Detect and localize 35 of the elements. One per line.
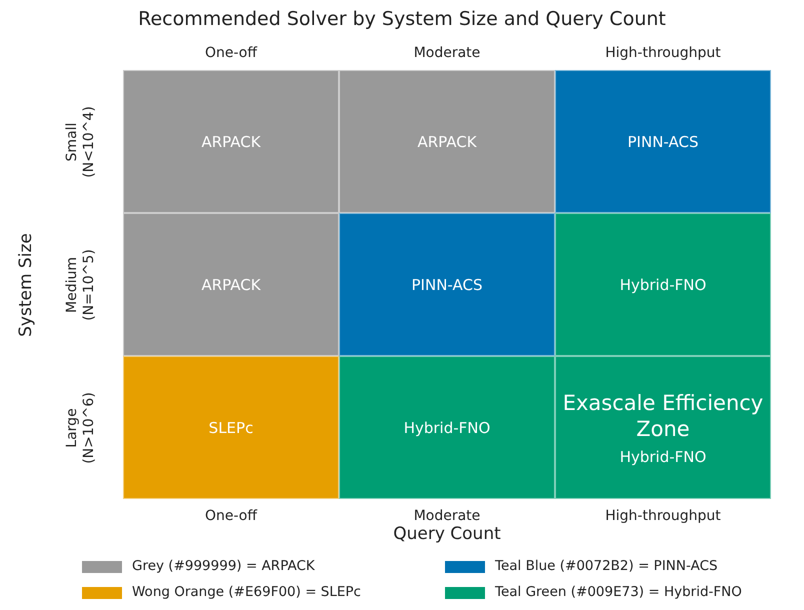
legend-label: Teal Green (#009E73) = Hybrid-FNO (495, 584, 742, 600)
column-label: Moderate (412, 508, 482, 524)
chart-title: Recommended Solver by System Size and Query Count (137, 8, 667, 30)
column-label: High-throughput (604, 45, 722, 61)
legend-label: Teal Blue (#0072B2) = PINN-ACS (495, 558, 718, 574)
column-label: High-throughput (604, 508, 722, 524)
solver-name: SLEPc (208, 418, 254, 436)
matrix-cell (555, 213, 771, 356)
matrix-cell (339, 70, 555, 213)
solver-name: ARPACK (417, 132, 477, 150)
matrix-cell (123, 213, 339, 356)
matrix-cell (555, 356, 771, 499)
column-label: Moderate (412, 45, 482, 61)
solver-name: Hybrid-FNO (620, 276, 706, 294)
zone-heading: Exascale Efficiency Zone (562, 390, 764, 442)
axis-title: System Size (18, 232, 37, 338)
row-label: Large (N>10^6) (64, 390, 98, 466)
matrix-cell (555, 70, 771, 213)
solver-name: PINN-ACS (412, 276, 482, 294)
matrix-cell (123, 70, 339, 213)
matrix-cell (339, 356, 555, 499)
solver-name: PINN-ACS (628, 132, 698, 150)
matrix-cell (123, 356, 339, 499)
solver-name: Hybrid-FNO (404, 418, 490, 436)
row-label: Small (N<10^4) (64, 104, 98, 180)
matrix-cell (339, 213, 555, 356)
solver-name: Hybrid-FNO (620, 448, 706, 466)
solver-name: ARPACK (201, 276, 261, 294)
solver-name: ARPACK (201, 132, 261, 150)
column-label: One-off (204, 45, 258, 61)
row-label: Medium (N=10^5) (64, 248, 98, 322)
legend-label: Grey (#999999) = ARPACK (132, 558, 315, 574)
axis-title: Query Count (392, 524, 502, 544)
legend-label: Wong Orange (#E69F00) = SLEPc (132, 584, 361, 600)
column-label: One-off (204, 508, 258, 524)
